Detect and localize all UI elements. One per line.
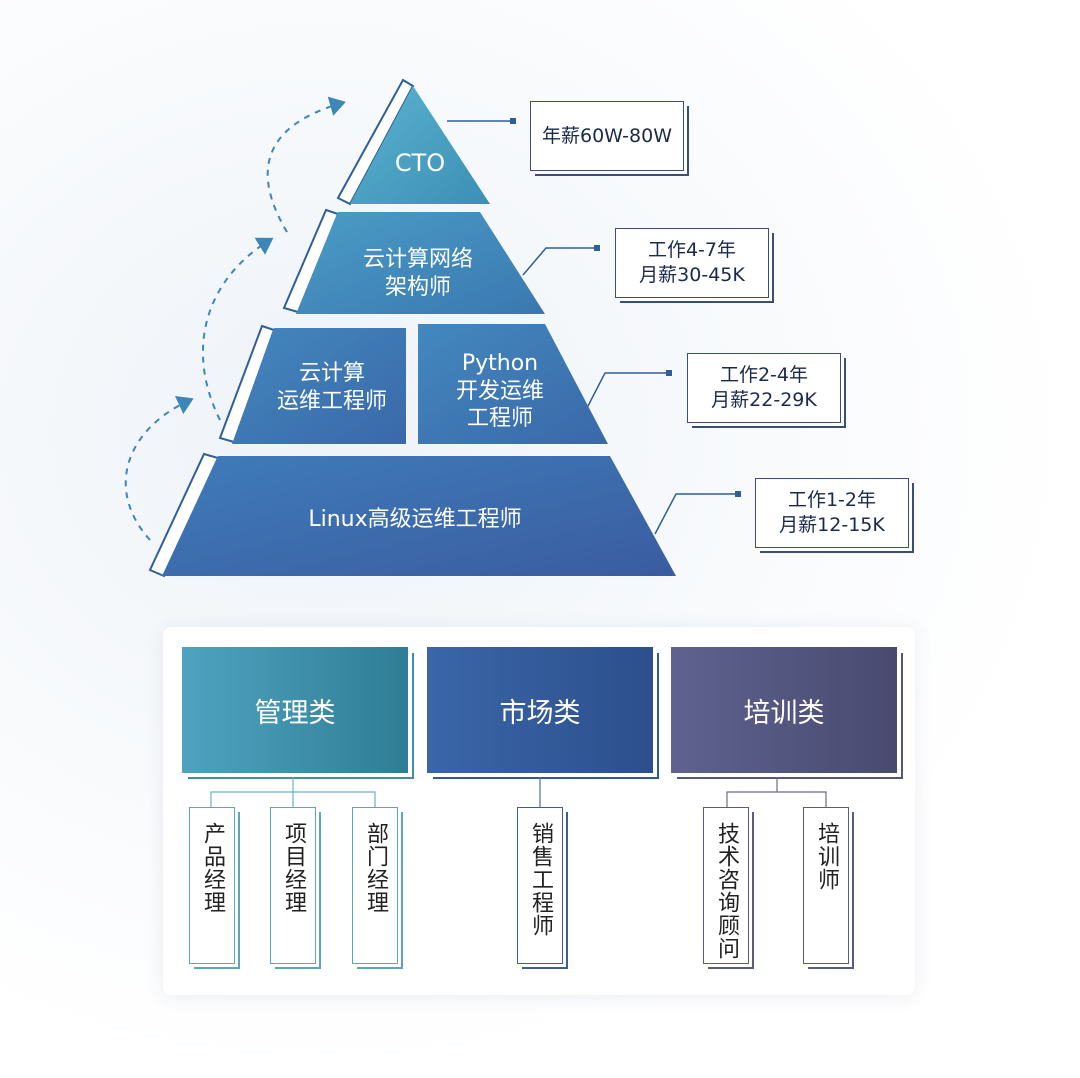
role-sales-engineer-label: 销售工程师	[528, 822, 553, 937]
category-training-label: 培训类	[743, 697, 825, 729]
role-product-manager-label: 产品经理	[200, 822, 225, 914]
tier-architect-label: 云计算网络 架构师	[336, 246, 500, 301]
tier-ops-left-label-line-1: 云计算	[298, 361, 365, 386]
salary-box-cto-line: 年薪60W-80W	[541, 124, 672, 147]
tier-architect-label-line-1: 云计算网络	[362, 247, 473, 272]
role-sales-engineer: 销售工程师	[517, 807, 563, 964]
salary-box-ops-line-2: 月薪22-29K	[711, 389, 817, 411]
salary-connector-3	[587, 372, 669, 407]
progress-arrow-2	[201, 237, 274, 421]
category-training: 培训类	[671, 647, 897, 773]
salary-connector-4	[654, 493, 738, 535]
tier-ops-right-label: Python 开发运维 工程师	[430, 350, 570, 433]
role-project-manager-label: 项目经理	[281, 822, 306, 914]
tier-architect	[296, 212, 545, 314]
tier-ops-right-label-line-2: 开发运维	[455, 378, 544, 404]
salary-box-linux-line-1: 工作1-2年	[787, 489, 877, 512]
salary-box-ops-line-1: 工作2-4年	[719, 364, 809, 387]
role-department-manager: 部门经理	[352, 807, 398, 964]
progress-arrow-3	[266, 96, 346, 233]
salary-connector-dot-2	[594, 245, 600, 251]
tier-linux	[162, 456, 676, 576]
salary-box-cto: 年薪60W-80W	[530, 101, 684, 171]
salary-connector-dot-4	[735, 491, 741, 497]
tier-linux-label: Linux高级运维工程师	[270, 506, 560, 534]
tier-cto	[350, 86, 490, 204]
salary-box-linux: 工作1-2年 月薪12-15K	[755, 478, 909, 548]
tier-ops-left-label: 云计算 运维工程师	[262, 360, 402, 415]
category-marketing-label: 市场类	[499, 697, 581, 729]
tier-architect-label-line-2: 架构师	[384, 274, 451, 300]
role-department-manager-label: 部门经理	[363, 822, 388, 914]
salary-box-ops: 工作2-4年 月薪22-29K	[687, 353, 841, 423]
tier-linux-label-line: Linux高级运维工程师	[308, 507, 522, 532]
tier-ops-left-label-line-2: 运维工程师	[276, 388, 387, 414]
career-pyramid	[124, 78, 741, 578]
tier-ops-left	[232, 328, 406, 444]
role-trainer-label: 培训师	[814, 822, 839, 891]
tier-ops-right-label-line-1: Python	[461, 351, 539, 376]
role-technical-consultant: 技术咨询顾问	[703, 807, 749, 964]
connector-training	[726, 777, 827, 807]
salary-connector-dot-1	[510, 118, 516, 124]
category-marketing: 市场类	[427, 647, 653, 773]
tier-cto-label: CTO	[370, 148, 470, 178]
role-project-manager: 项目经理	[270, 807, 316, 964]
tier-ops-right	[418, 324, 608, 444]
role-trainer: 培训师	[803, 807, 849, 964]
category-management-label: 管理类	[254, 697, 336, 729]
category-management: 管理类	[182, 647, 408, 773]
salary-box-architect-line-1: 工作4-7年	[647, 239, 737, 262]
role-technical-consultant-label: 技术咨询顾问	[714, 822, 739, 960]
role-product-manager: 产品经理	[189, 807, 235, 964]
salary-connector-dot-3	[666, 370, 672, 376]
progress-arrow-1	[124, 395, 194, 541]
salary-box-architect: 工作4-7年 月薪30-45K	[615, 228, 769, 298]
connector-management	[210, 777, 376, 807]
tier-ops-right-label-line-3: 工程师	[466, 406, 533, 431]
tier-cto-label-line: CTO	[394, 149, 446, 177]
salary-box-architect-line-2: 月薪30-45K	[639, 264, 745, 286]
salary-box-linux-line-2: 月薪12-15K	[779, 514, 885, 536]
salary-connector-2	[522, 247, 595, 276]
